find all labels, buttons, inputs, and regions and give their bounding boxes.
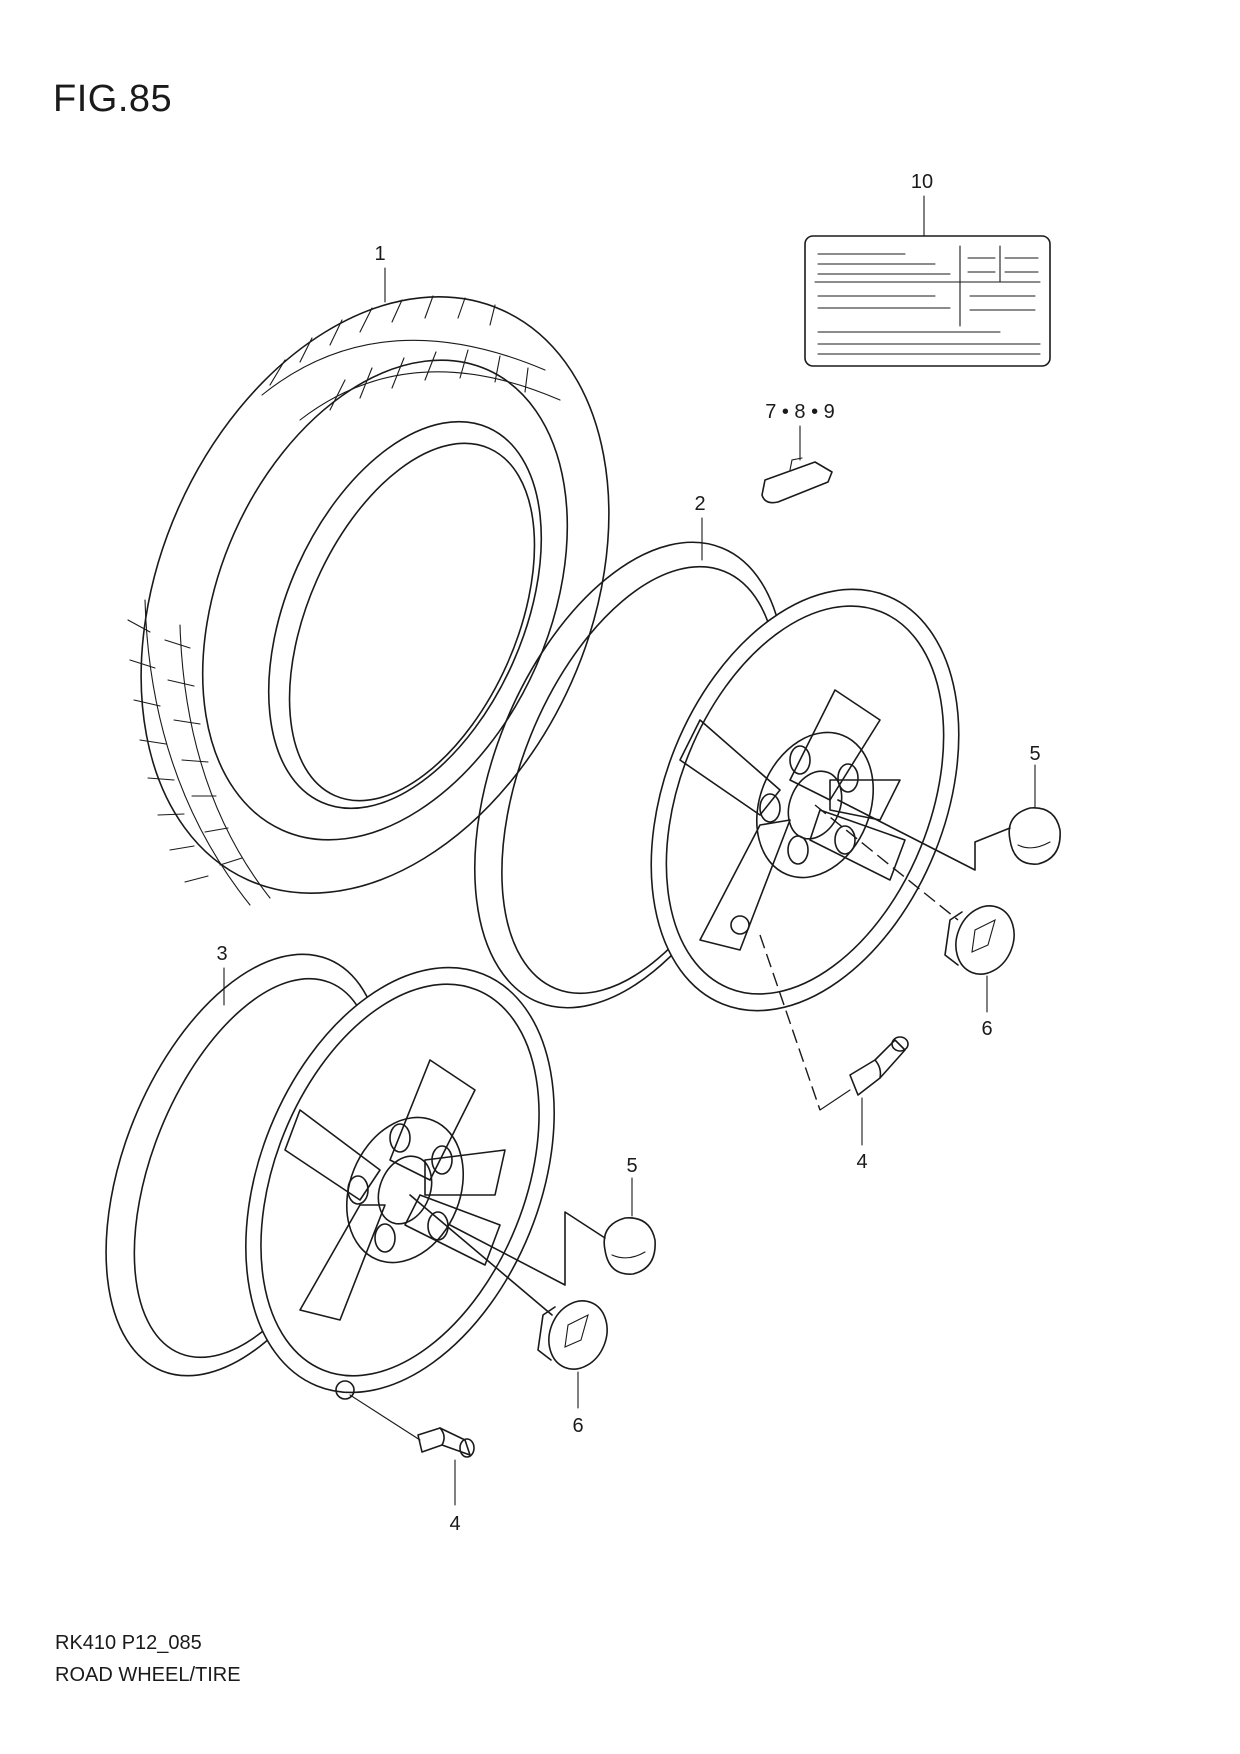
valve-lower-drawing (417, 1427, 475, 1458)
callout-valve-lower: 4 (449, 1513, 460, 1535)
callout-weights: 7 • 8 • 9 (765, 401, 835, 423)
callout-nut-lower: 5 (626, 1155, 637, 1177)
callout-wheel-upper: 2 (694, 493, 705, 515)
callout-nut-upper: 5 (1029, 743, 1040, 765)
callout-valve-upper: 4 (856, 1151, 867, 1173)
cap-lower-drawing (537, 1300, 608, 1370)
balance-weight-drawing (761, 457, 833, 504)
figure-title: FIG.85 (53, 78, 173, 120)
group-name: ROAD WHEEL/TIRE (55, 1664, 241, 1686)
nut-upper-drawing (1008, 807, 1061, 865)
tire-drawing (127, 295, 610, 906)
callout-cap-lower: 6 (572, 1415, 583, 1437)
cap-upper-drawing (944, 905, 1015, 975)
callout-cap-upper: 6 (981, 1018, 992, 1040)
nut-lower-drawing (603, 1217, 656, 1275)
valve-upper-drawing (849, 1036, 909, 1096)
callout-tire: 1 (374, 243, 385, 265)
model-code: RK410 P12_085 (55, 1632, 202, 1654)
callout-label-plate: 10 (911, 171, 933, 193)
lower-wheel-drawing (105, 953, 555, 1400)
label-plate-drawing (804, 235, 1051, 367)
callout-wheel-lower: 3 (216, 943, 227, 965)
upper-wheel-drawing (473, 541, 960, 1012)
